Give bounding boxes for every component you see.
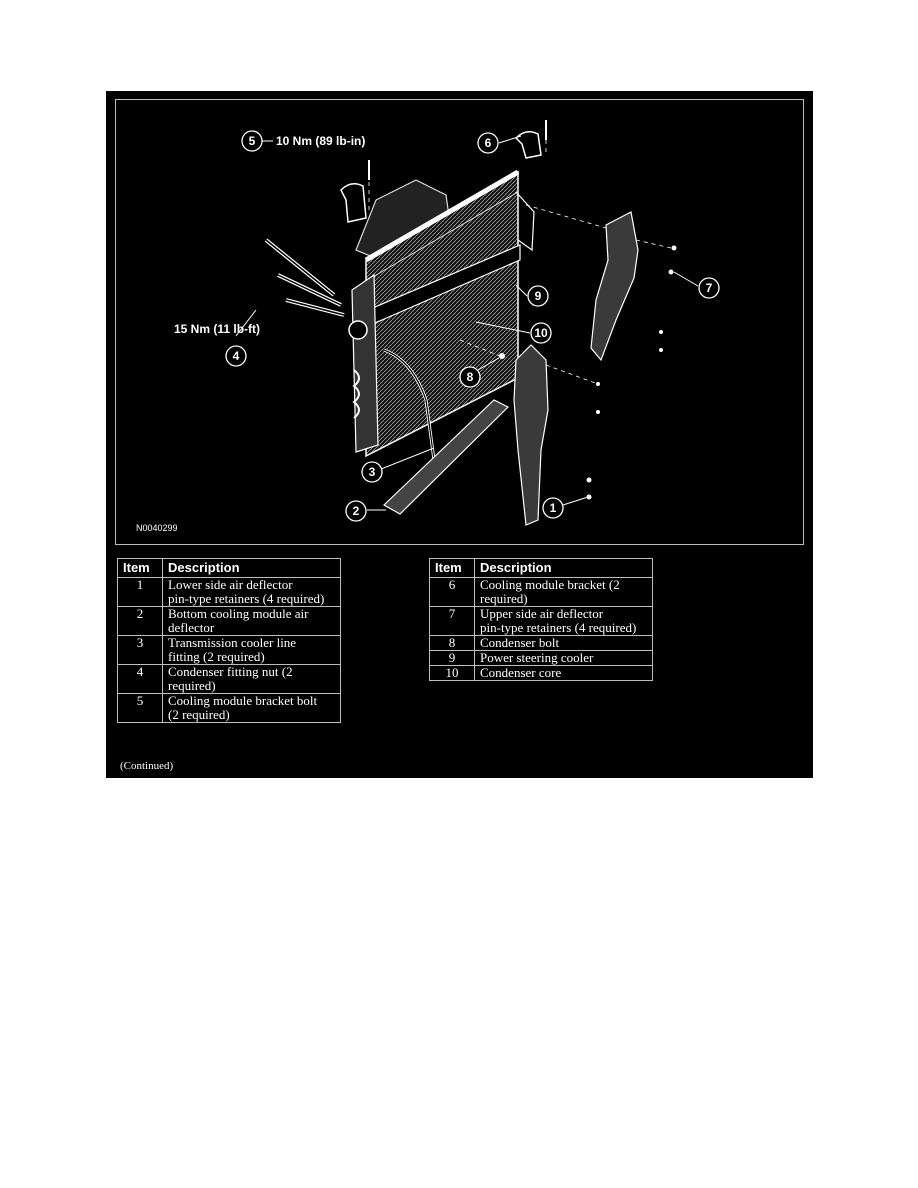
figure-code: N0040299 bbox=[136, 523, 178, 533]
table-header: Item Description bbox=[429, 558, 653, 578]
item-description: Power steering cooler bbox=[474, 650, 653, 666]
callout-2: 2 bbox=[353, 504, 360, 518]
side-tank bbox=[351, 273, 379, 453]
item-number: 2 bbox=[117, 606, 163, 636]
cooling-module-illustration: 10 Nm (89 lb-in) 15 Nm (11 lb-ft) 5 6 7 … bbox=[136, 120, 720, 533]
callout-5: 5 bbox=[249, 134, 256, 148]
header-description: Description bbox=[162, 558, 341, 578]
table-row: 9 Power steering cooler bbox=[429, 650, 653, 666]
figure-panel: 10 Nm (89 lb-in) 15 Nm (11 lb-ft) 5 6 7 … bbox=[106, 91, 813, 778]
item-description: Condenser bolt bbox=[474, 635, 653, 651]
torque-label-item5: 10 Nm (89 lb-in) bbox=[276, 134, 365, 148]
callout-1: 1 bbox=[550, 501, 557, 515]
callout-7: 7 bbox=[706, 281, 713, 295]
header-description: Description bbox=[474, 558, 653, 578]
item-number: 5 bbox=[117, 693, 163, 723]
illustration-frame: 10 Nm (89 lb-in) 15 Nm (11 lb-ft) 5 6 7 … bbox=[115, 99, 804, 545]
left-bracket bbox=[340, 183, 367, 223]
table-row: 10 Condenser core bbox=[429, 665, 653, 681]
item-number: 9 bbox=[429, 650, 475, 666]
continued-note: (Continued) bbox=[120, 760, 174, 772]
item-number: 7 bbox=[429, 606, 475, 636]
bottom-air-deflector bbox=[382, 399, 510, 515]
lower-side-deflector bbox=[513, 344, 549, 526]
right-bracket bbox=[514, 131, 542, 159]
table-row: 5 Cooling module bracket bolt(2 required… bbox=[117, 693, 341, 723]
item-number: 10 bbox=[429, 665, 475, 681]
table-row: 8 Condenser bolt bbox=[429, 635, 653, 651]
callout-9: 9 bbox=[535, 289, 542, 303]
item-description: Cooling module bracket bolt(2 required) bbox=[162, 693, 341, 723]
header-item: Item bbox=[429, 558, 475, 578]
callout-4: 4 bbox=[233, 349, 240, 363]
parts-table-left: Item Description 1 Lower side air deflec… bbox=[117, 558, 341, 723]
item-number: 1 bbox=[117, 577, 163, 607]
torque-label-item4: 15 Nm (11 lb-ft) bbox=[174, 322, 260, 336]
item-description: Condenser core bbox=[474, 665, 653, 681]
callout-6: 6 bbox=[485, 136, 492, 150]
header-item: Item bbox=[117, 558, 163, 578]
callout-3: 3 bbox=[369, 465, 376, 479]
parts-table-right: Item Description 6 Cooling module bracke… bbox=[429, 558, 653, 681]
upper-side-deflector bbox=[590, 211, 639, 362]
item-number: 6 bbox=[429, 577, 475, 607]
item-number: 3 bbox=[117, 635, 163, 665]
item-number: 8 bbox=[429, 635, 475, 651]
callout-8: 8 bbox=[467, 370, 474, 384]
callout-10: 10 bbox=[534, 326, 548, 340]
table-header: Item Description bbox=[117, 558, 341, 578]
item-number: 4 bbox=[117, 664, 163, 694]
